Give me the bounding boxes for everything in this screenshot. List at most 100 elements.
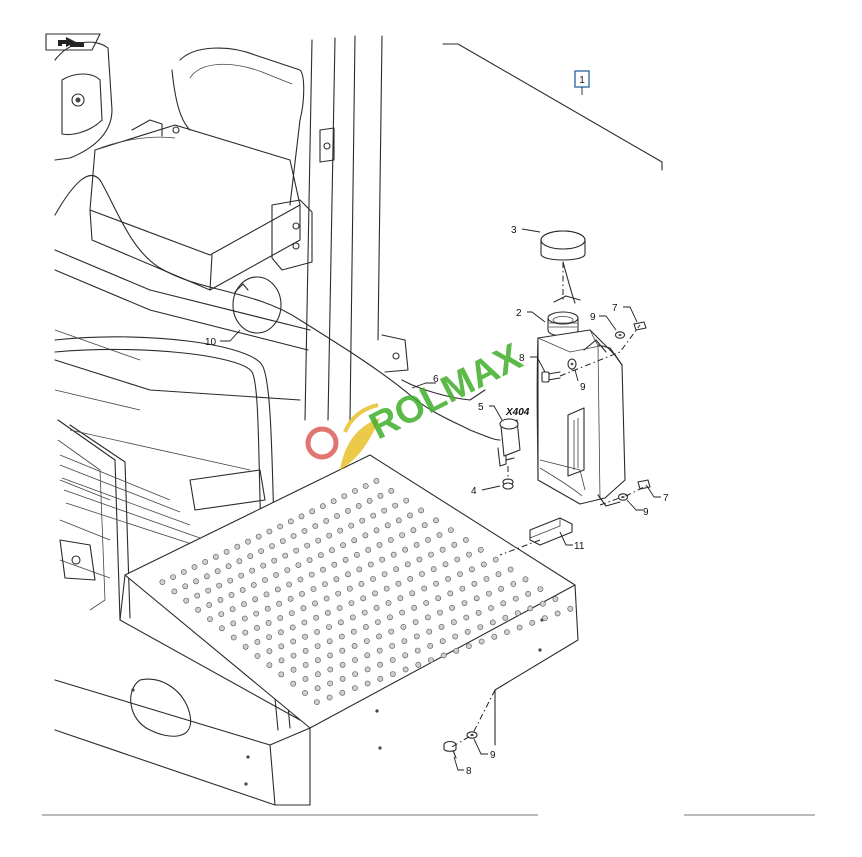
washer-reservoir [536,230,626,507]
grating-hole [436,532,443,538]
grating-hole [250,582,257,588]
grating-hole [338,633,345,640]
grating-hole [351,537,358,544]
grating-hole [413,633,420,640]
grating-hole [273,572,279,578]
grating-hole [301,619,308,626]
grating-hole [351,643,358,649]
grating-hole [314,629,320,635]
grating-hole [313,614,320,621]
grating-hole [404,561,411,568]
grating-hole [170,574,176,580]
washer-pump [497,418,521,467]
reference-badge-label: 1 [579,75,585,86]
callout-11[interactable]: 11 [574,541,585,552]
grating-hole [419,571,425,577]
grating-hole [403,497,410,504]
callout-9[interactable]: 9 [580,382,586,393]
grating-hole [367,561,374,568]
mounting-bracket [529,517,573,546]
grating-hole [216,582,223,589]
callout-4[interactable]: 4 [471,486,477,497]
grating-hole [384,522,391,529]
grating-hole [465,643,472,649]
grating-hole [314,643,321,649]
callout-2[interactable]: 2 [516,308,522,319]
grating-hole [445,576,451,582]
grating-hole [263,591,270,598]
grating-hole [412,619,419,625]
grating-hole [389,643,395,649]
grating-hole [326,624,332,630]
grating-hole [552,596,559,602]
grating-hole [377,675,384,682]
grating-hole [392,502,399,509]
reference-badge[interactable]: 1 [574,70,590,95]
grating-hole [227,577,234,584]
grating-hole [269,543,275,549]
grating-hole [323,518,330,524]
grating-hole [377,492,384,499]
grating-hole [418,507,424,514]
grating-hole [439,638,446,645]
grating-hole [182,583,189,590]
grating-hole [388,628,395,635]
grating-hole [240,601,247,608]
grating-hole [376,647,383,654]
grating-hole [433,517,439,524]
grating-hole [435,595,442,602]
grating-hole [330,498,337,505]
grating-hole [358,581,365,587]
grating-hole [230,620,237,627]
grating-hole [471,580,478,587]
grating-hole [466,551,472,558]
grating-hole [439,546,446,553]
grating-hole [370,576,376,582]
callout-7[interactable]: 7 [612,303,618,314]
grating-hole [339,689,346,696]
grating-hole [297,576,304,583]
grating-hole [277,629,284,636]
grating-hole [203,573,210,580]
grating-hole [426,628,433,635]
grating-hole [344,507,351,514]
grating-hole [407,576,414,582]
grating-hole [402,666,409,673]
callout-6[interactable]: 6 [433,374,439,385]
callout-9[interactable]: 9 [590,312,596,323]
grating-hole [309,508,316,515]
cab-structure [42,35,815,816]
grating-hole [359,517,366,524]
grating-hole [355,502,362,509]
callout-8[interactable]: 8 [466,766,472,777]
grating-hole [498,585,504,592]
grating-hole [421,522,428,529]
grating-hole [477,624,484,630]
grating-hole [230,634,237,641]
grating-hole [510,581,517,587]
callout-3[interactable]: 3 [511,225,517,236]
grating-hole [236,558,243,565]
grating-hole [254,624,260,631]
grating-hole [414,647,421,654]
callout-5[interactable]: 5 [478,402,484,413]
grating-hole [266,528,273,535]
grating-hole [276,600,282,607]
grating-hole [381,571,388,577]
grating-hole [364,652,371,659]
grating-hole [346,585,353,592]
wire-harness [54,174,501,441]
callout-9[interactable]: 9 [643,507,649,518]
callout-8[interactable]: 8 [519,353,525,364]
grating-hole [440,652,447,659]
callout-9[interactable]: 9 [490,750,496,761]
grating-hole [314,685,321,692]
grating-hole [413,541,420,548]
grating-hole [264,605,271,612]
grating-hole [319,503,326,510]
grating-hole [348,600,355,606]
grating-hole [477,546,484,553]
callout-7[interactable]: 7 [663,493,669,504]
grating-hole [195,606,201,613]
callout-10[interactable]: 10 [205,337,217,348]
